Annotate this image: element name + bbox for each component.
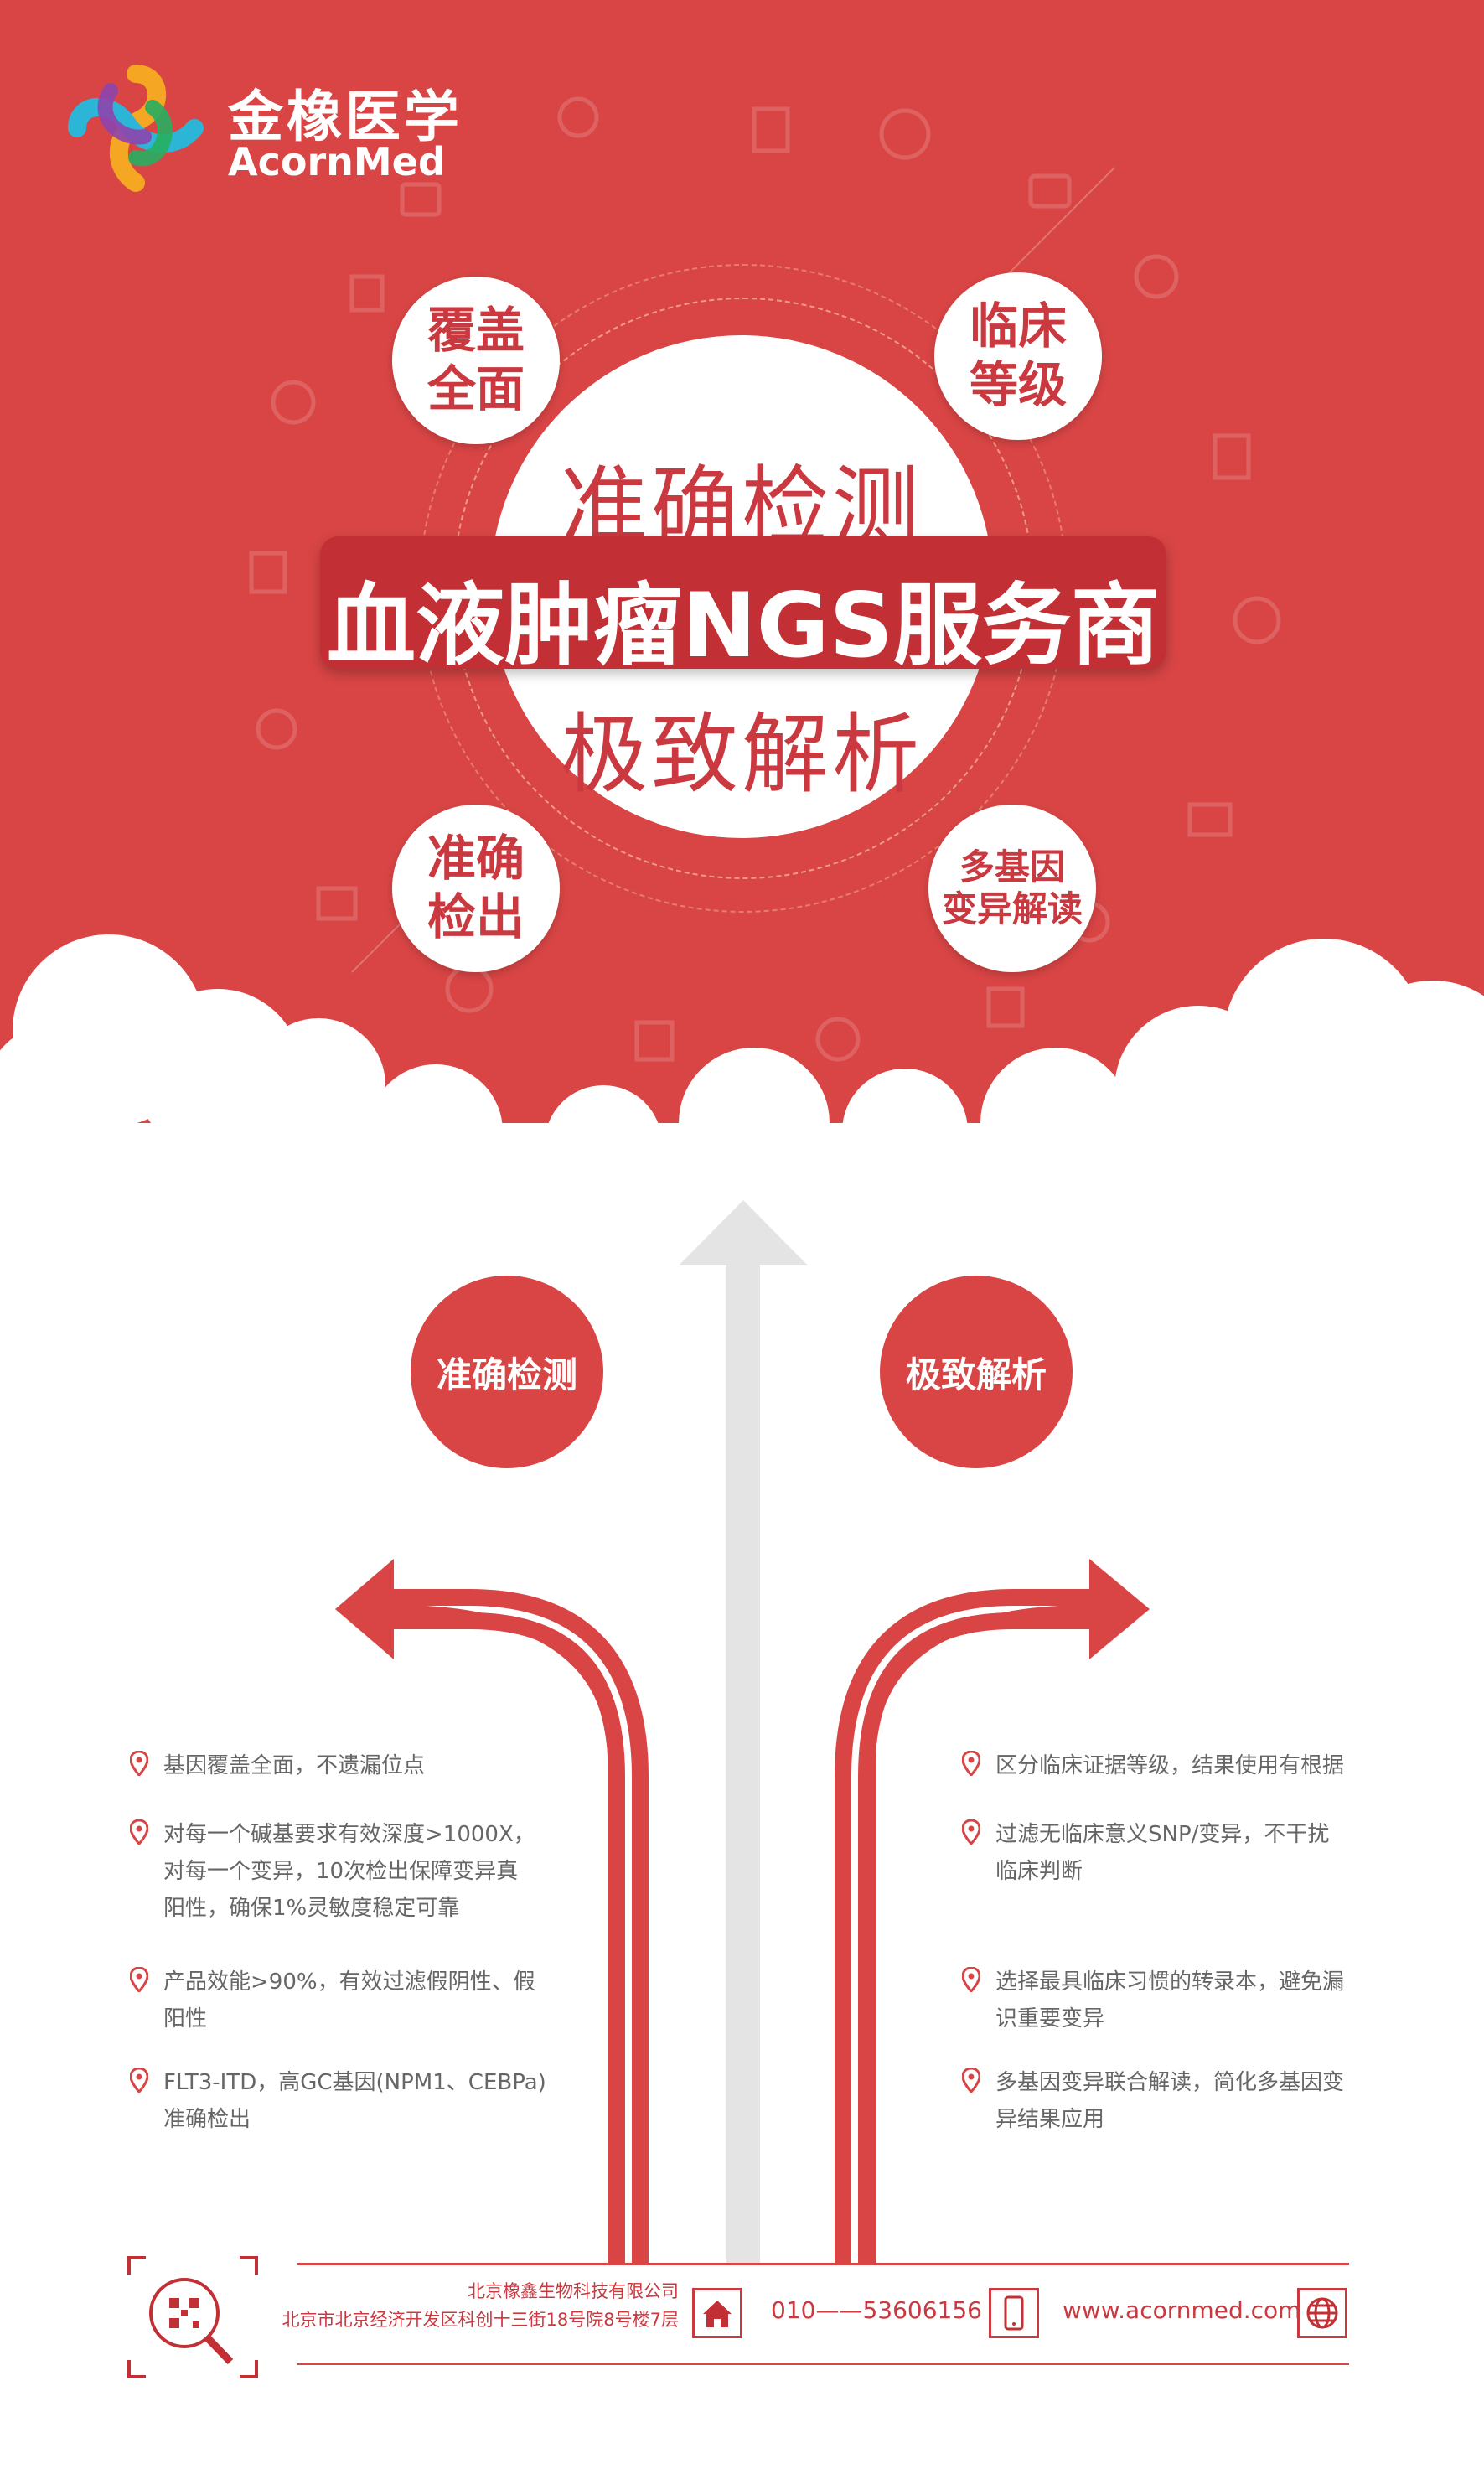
left-road-stripe — [394, 1606, 632, 2263]
qr-magnifier-icon[interactable] — [126, 2254, 260, 2380]
list-item-text: 选择最具临床习惯的转录本，避免漏 识重要变异 — [995, 1969, 1345, 2031]
footer-bottom-rule — [297, 2363, 1349, 2365]
list-item-text: 产品效能>90%，有效过滤假阴性、假 阳性 — [163, 1969, 535, 2031]
right-arrow-head — [1089, 1559, 1150, 1659]
badge-accurate-detection-label: 准确 检出 — [427, 830, 525, 945]
location-pin-icon — [962, 1751, 980, 1776]
footer-website-link[interactable]: www.acornmed.com — [1063, 2296, 1301, 2324]
footer-phone-number[interactable]: 010——53606156 — [771, 2296, 982, 2324]
location-pin-icon — [962, 2068, 980, 2093]
list-item-text: 多基因变异联合解读，简化多基因变 异结果应用 — [995, 2070, 1345, 2132]
section-title-right: 极致解析 — [905, 1353, 1047, 1395]
badge-multigene-label: 多基因 变异解读 — [941, 846, 1083, 929]
location-pin-icon — [130, 1819, 148, 1845]
list-item-text: 过滤无临床意义SNP/变异，不干扰 临床判断 — [995, 1822, 1330, 1884]
hero-banner: 血液肿瘤NGS服务商 — [320, 536, 1166, 677]
location-pin-icon — [130, 1967, 148, 1992]
list-item-text: 对每一个碱基要求有效深度>1000X， 对每一个变异，10次检出保障变异真 阳性… — [163, 1822, 535, 1921]
right-road — [835, 1589, 1089, 2263]
location-pin-icon — [130, 2068, 148, 2093]
cloud-divider — [0, 934, 1484, 1207]
center-arrow-gray — [679, 1200, 808, 2263]
footer-top-rule — [297, 2263, 1349, 2265]
footer-company-name: 北京橡鑫生物科技有限公司 — [468, 2281, 679, 2301]
home-icon — [692, 2288, 742, 2338]
left-lane-edge — [393, 1605, 616, 2263]
footer-address: 北京市北京经济开发区科创十三街18号院8号楼7层 — [282, 2310, 679, 2330]
badge-accurate-detection: 准确 检出 — [392, 805, 560, 972]
badge-coverage-label: 覆盖 全面 — [427, 302, 525, 417]
direction-arrows — [335, 1200, 1150, 2263]
section-circle-analysis: 极致解析 — [880, 1276, 1073, 1468]
location-pin-icon — [962, 1967, 980, 1992]
right-road-stripe — [851, 1606, 1089, 2263]
brand-name-cn: 金橡医学 — [228, 85, 463, 149]
badge-coverage: 覆盖 全面 — [392, 277, 560, 444]
background-pattern — [249, 96, 1281, 1062]
badge-clinical-level: 临床 等级 — [934, 272, 1102, 440]
left-arrow-head — [335, 1559, 394, 1659]
hero-banner-text: 血液肿瘤NGS服务商 — [326, 574, 1161, 677]
brand-name-en: AcornMed — [228, 139, 446, 184]
brand-logo: 金橡医学 AcornMed — [60, 57, 513, 199]
location-pin-icon — [130, 1751, 148, 1776]
phone-icon — [989, 2288, 1039, 2338]
badge-clinical-level-label: 临床 等级 — [969, 298, 1067, 413]
badge-multigene: 多基因 变异解读 — [928, 805, 1096, 972]
hero-title-bottom: 极致解析 — [560, 703, 923, 805]
list-item-text: 基因覆盖全面，不遗漏位点 — [163, 1753, 426, 1778]
right-lane-edge — [867, 1605, 1090, 2263]
list-item-text: 区分临床证据等级，结果使用有根据 — [995, 1753, 1345, 1778]
acornmed-logo-icon — [68, 65, 204, 192]
globe-icon — [1297, 2288, 1347, 2338]
left-road — [394, 1589, 649, 2263]
list-item-text: FLT3-ITD，高GC基因(NPM1、CEBPa) 准确检出 — [163, 2070, 546, 2132]
section-title-left: 准确检测 — [436, 1353, 577, 1395]
location-pin-icon — [962, 1819, 980, 1845]
section-circle-accurate: 准确检测 — [411, 1276, 603, 1468]
hero-section: 金橡医学 AcornMed 准确检测 血液肿瘤NGS服务商 极致解析 覆盖 全面… — [0, 0, 1484, 1190]
